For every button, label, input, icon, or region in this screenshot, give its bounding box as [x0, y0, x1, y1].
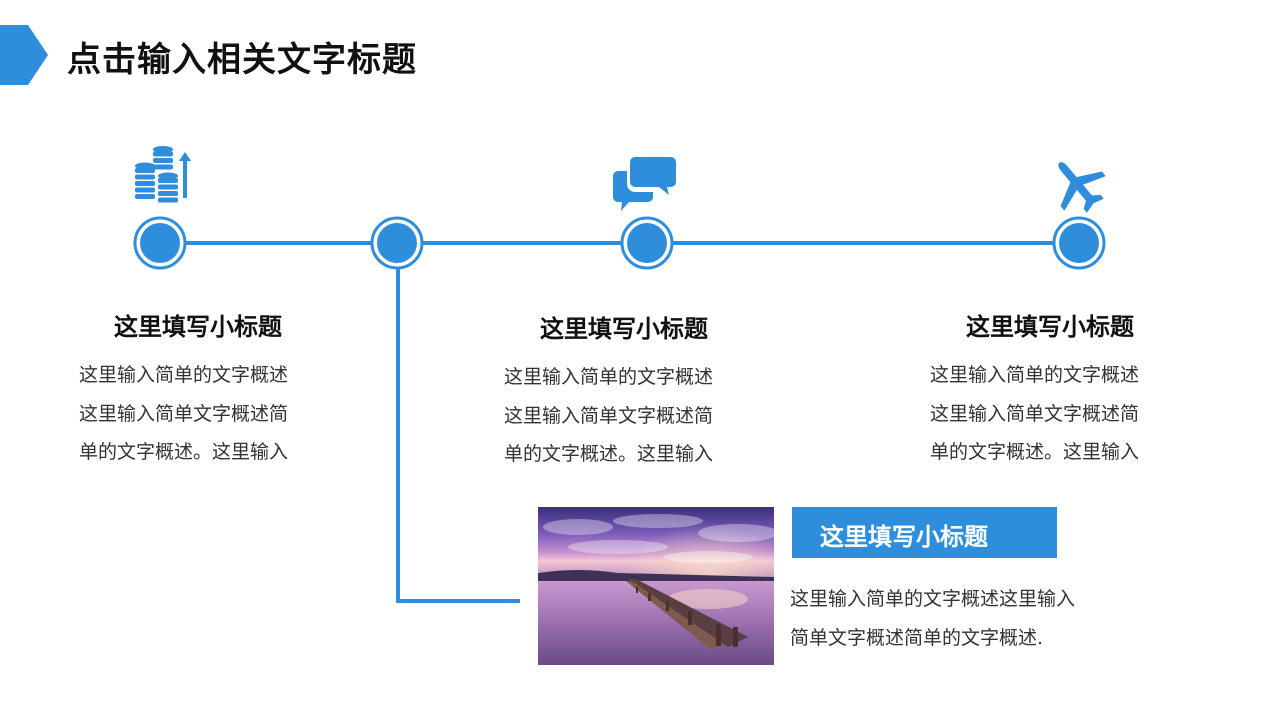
item-2-line-3: 单的文字概述。这里输入	[504, 443, 714, 465]
feature-subtitle-banner: 这里填写小标题	[792, 507, 1057, 558]
airplane-icon	[1058, 162, 1106, 213]
item-2-description: 这里输入简单的文字概述 这里输入简单文字概述简 单的文字概述。这里输入	[504, 358, 713, 474]
item-3-line-2: 这里输入简单文字概述简	[930, 402, 1140, 425]
page-title: 点击输入相关文字标题	[67, 40, 417, 80]
item-1-line-1: 这里输入简单的文字概述	[79, 364, 289, 386]
item-2-subtitle: 这里填写小标题	[540, 315, 708, 343]
item-1-line-3: 单的文字概述。这里输入	[79, 441, 289, 463]
timeline-branch-line	[396, 243, 520, 603]
title-marker-chevron	[0, 25, 48, 85]
coins-growth-icon	[135, 146, 191, 203]
feature-line-2: 简单文字概述简单的文字概述.	[790, 626, 1044, 649]
feature-line-1: 这里输入简单的文字概述这里输入	[790, 588, 1076, 610]
item-1-description: 这里输入简单的文字概述 这里输入简单文字概述简 单的文字概述。这里输入	[79, 356, 288, 472]
item-3-description: 这里输入简单的文字概述 这里输入简单文字概述简 单的文字概述。这里输入	[930, 356, 1139, 472]
item-1-subtitle: 这里填写小标题	[114, 313, 282, 341]
feature-description: 这里输入简单的文字概述这里输入 简单文字概述简单的文字概述.	[790, 580, 1075, 657]
timeline-node-1	[133, 216, 187, 270]
chat-bubbles-icon	[613, 157, 676, 211]
item-1-line-2: 这里输入简单文字概述简	[79, 402, 289, 425]
item-2-line-2: 这里输入简单文字概述简	[504, 404, 714, 427]
timeline-node-2	[620, 216, 674, 270]
timeline-node-3	[1052, 216, 1106, 270]
timeline-node-branch	[370, 216, 424, 270]
item-3-line-1: 这里输入简单的文字概述	[930, 364, 1140, 386]
item-3-subtitle: 这里填写小标题	[966, 313, 1134, 341]
sunset-pier-photo	[538, 507, 774, 665]
item-2-line-1: 这里输入简单的文字概述	[504, 366, 714, 388]
feature-subtitle: 这里填写小标题	[820, 523, 988, 551]
item-3-line-3: 单的文字概述。这里输入	[930, 441, 1140, 463]
